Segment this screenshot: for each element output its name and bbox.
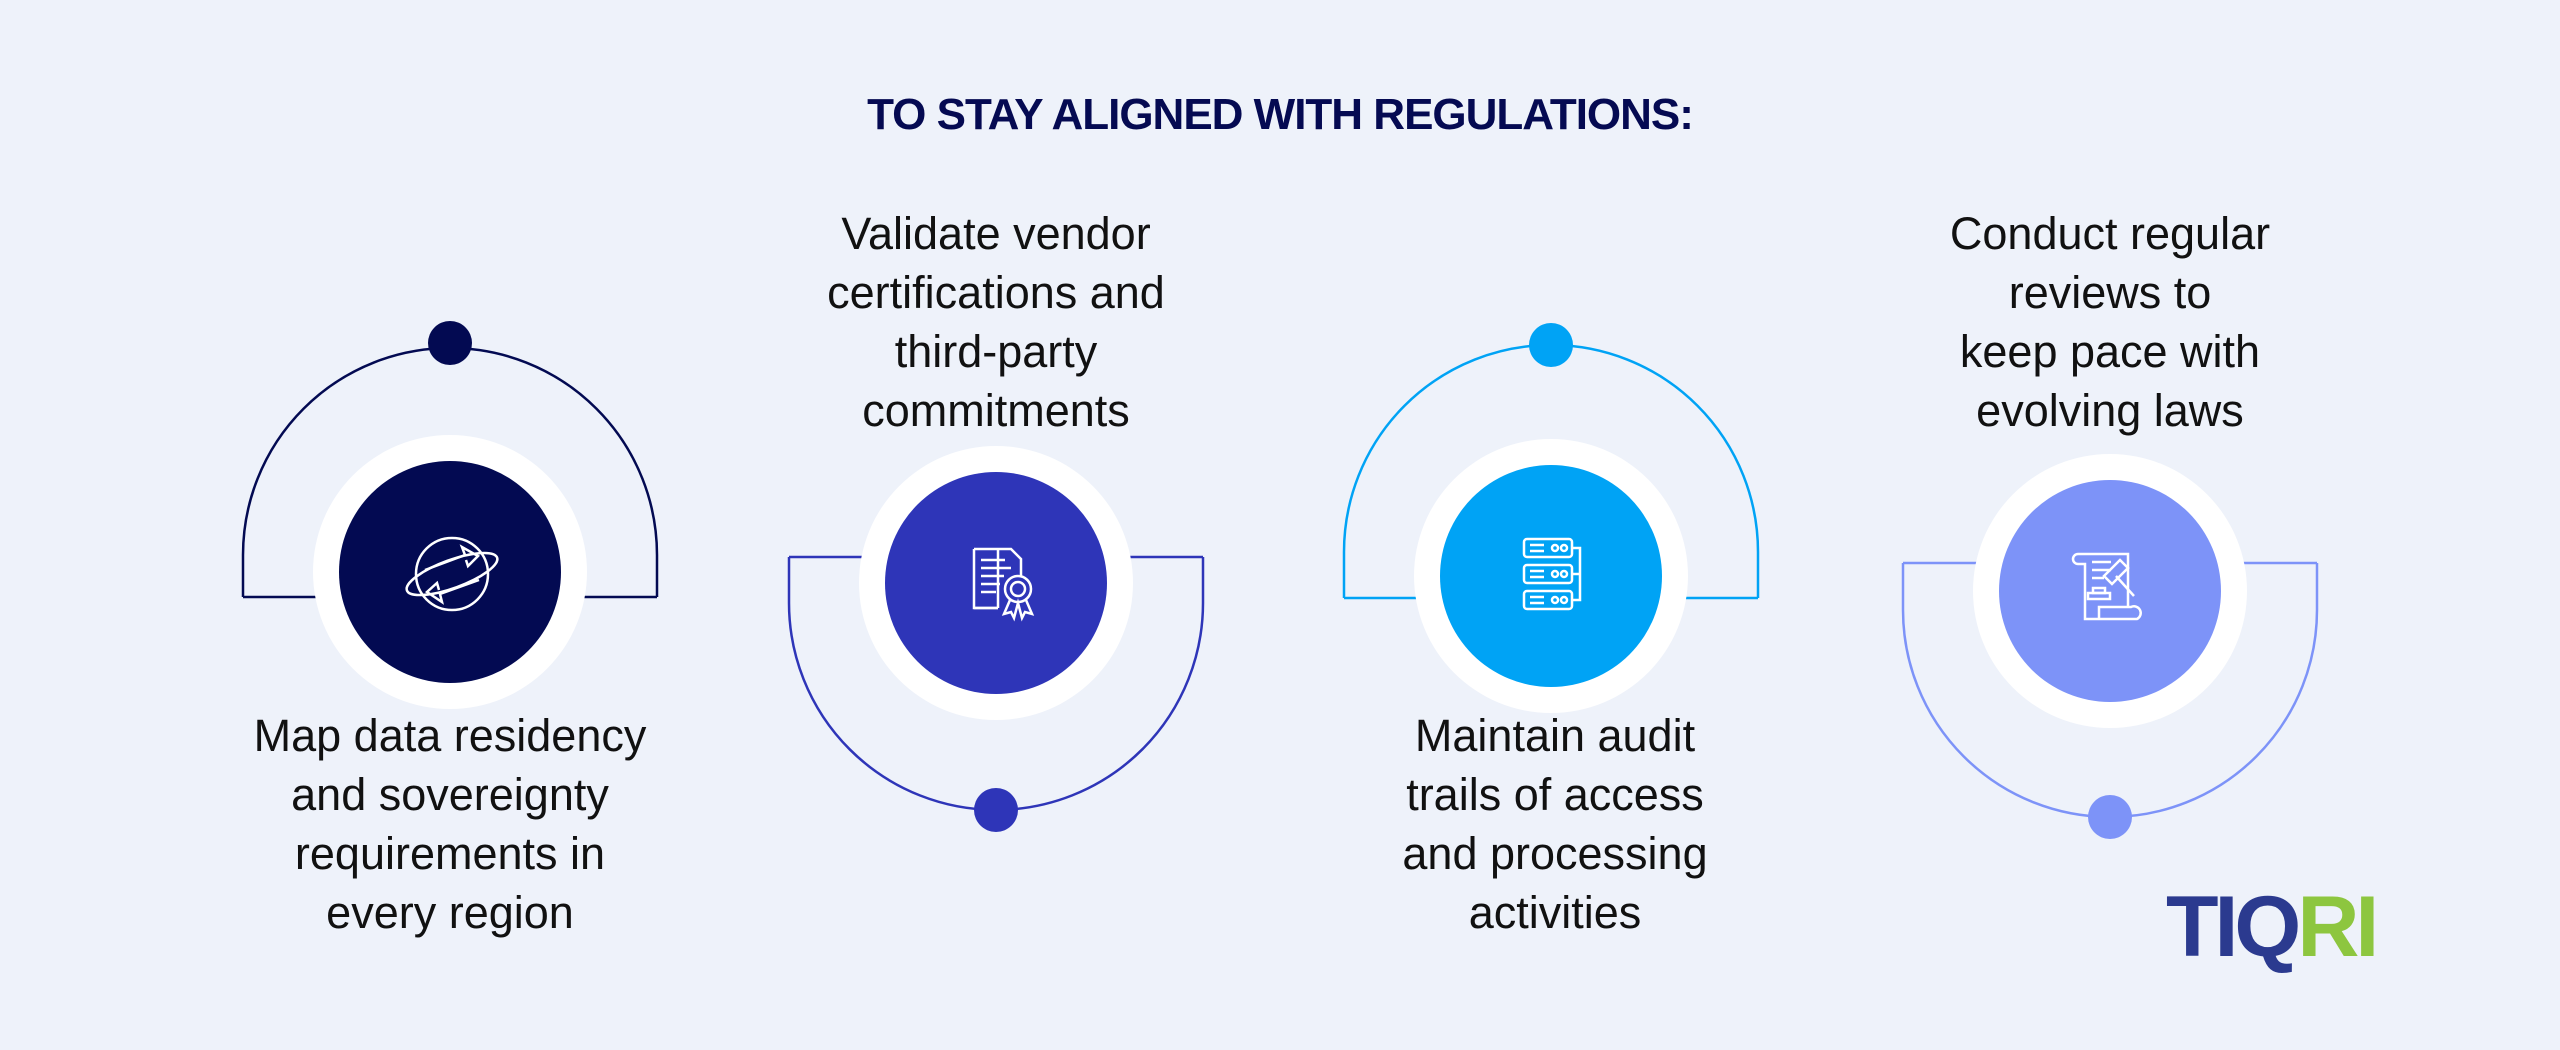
timeline-dot (2088, 795, 2132, 839)
text-line: and sovereignty (291, 769, 609, 820)
step-1 (241, 321, 659, 709)
text-line: reviews to (2008, 267, 2212, 318)
step-2-text: Validate vendor certifications and third… (736, 204, 1256, 440)
brand-logo: TIQRI (2166, 878, 2379, 977)
timeline-dot (1529, 323, 1573, 367)
step-4-text: Conduct regular reviews to keep pace wit… (1850, 204, 2370, 440)
legal-scroll-gavel-icon (2071, 552, 2142, 621)
text-line: activities (1468, 887, 1642, 938)
certificate-icon (972, 547, 1035, 622)
text-line: evolving laws (1976, 385, 2244, 436)
text-line: certifications and (827, 267, 1165, 318)
text-line: Conduct regular (1949, 208, 2271, 259)
timeline-dot (428, 321, 472, 365)
timeline-dot (974, 788, 1018, 832)
text-line: third-party (894, 326, 1098, 377)
text-line: Validate vendor (841, 208, 1151, 259)
server-stack-icon (1522, 537, 1582, 611)
logo-text-accent: RI (2297, 879, 2379, 975)
text-line: Map data residency (253, 710, 647, 761)
globe-exchange-icon (405, 536, 499, 612)
step-3 (1342, 323, 1760, 713)
text-line: requirements in (294, 828, 606, 879)
text-line: commitments (862, 385, 1130, 436)
step-1-text: Map data residency and sovereignty requi… (190, 706, 710, 942)
step-2 (787, 446, 1205, 832)
text-line: every region (326, 887, 574, 938)
page-title: TO STAY ALIGNED WITH REGULATIONS: (867, 90, 1694, 139)
logo-text-primary: TIQ (2166, 879, 2301, 975)
text-line: trails of access (1406, 769, 1704, 820)
text-line: keep pace with (1959, 326, 2261, 377)
text-line: Maintain audit (1414, 710, 1696, 761)
step-4 (1901, 454, 2319, 839)
step-3-text: Maintain audit trails of access and proc… (1295, 706, 1815, 942)
text-line: and processing (1402, 828, 1708, 879)
